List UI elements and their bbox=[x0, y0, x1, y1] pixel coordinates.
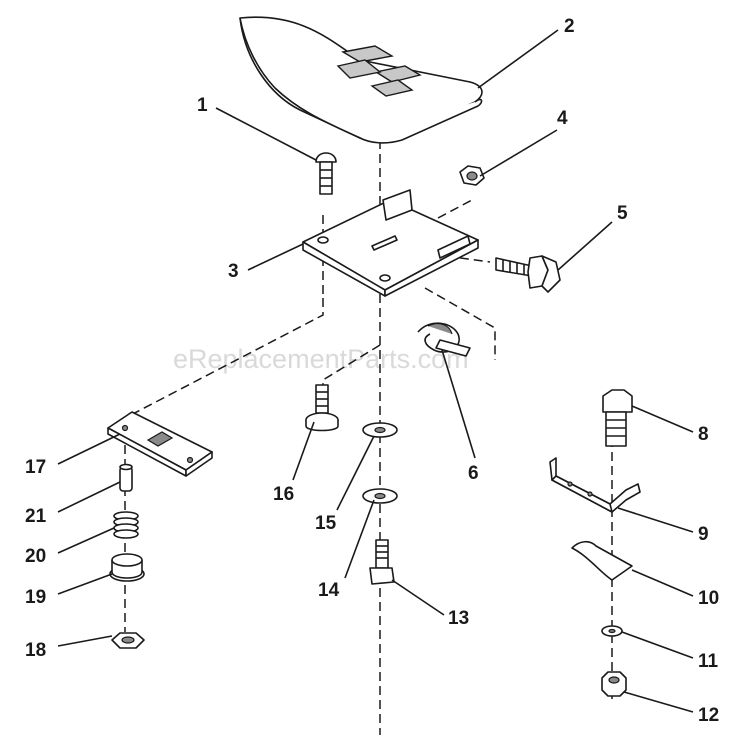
bracket-part-17 bbox=[107, 411, 213, 477]
callout-13: 13 bbox=[448, 608, 469, 629]
callout-6: 6 bbox=[468, 463, 479, 484]
spring-part bbox=[113, 511, 139, 539]
callout-3: 3 bbox=[228, 261, 239, 282]
callout-17: 17 bbox=[25, 457, 46, 478]
callout-15: 15 bbox=[315, 513, 337, 534]
callout-18: 18 bbox=[25, 640, 46, 661]
pin-part bbox=[119, 463, 133, 492]
clip-part bbox=[417, 322, 471, 357]
callout-9: 9 bbox=[698, 524, 709, 545]
shoulder-bolt-part bbox=[305, 384, 339, 432]
hex-bolt-part bbox=[495, 255, 561, 293]
callout-14: 14 bbox=[318, 580, 340, 601]
callout-12: 12 bbox=[698, 705, 719, 726]
watermark: eReplacementParts.com bbox=[173, 344, 469, 374]
mounting-plate-part bbox=[302, 189, 479, 297]
callout-1: 1 bbox=[197, 95, 208, 116]
nut-part-18 bbox=[111, 632, 145, 649]
callout-10: 10 bbox=[698, 588, 719, 609]
washer-part-15 bbox=[362, 422, 398, 438]
seat-part bbox=[239, 16, 483, 144]
callout-16: 16 bbox=[273, 484, 294, 505]
washer-part-11 bbox=[601, 625, 623, 637]
nut-part bbox=[459, 165, 485, 186]
callout-19: 19 bbox=[25, 587, 46, 608]
clamp-part bbox=[571, 540, 633, 581]
nut-part-12 bbox=[601, 671, 627, 697]
bracket-part-9 bbox=[549, 457, 641, 513]
callout-11: 11 bbox=[698, 651, 719, 672]
callout-5: 5 bbox=[617, 203, 628, 224]
carriage-bolt-part bbox=[315, 152, 337, 195]
washer-part-14 bbox=[362, 488, 398, 504]
callout-8: 8 bbox=[698, 424, 709, 445]
callout-20: 20 bbox=[25, 546, 46, 567]
callout-2: 2 bbox=[564, 16, 575, 37]
leader-lines bbox=[57, 29, 694, 713]
callout-labels: 1 2 3 4 5 6 8 9 10 11 12 13 14 15 16 17 … bbox=[25, 16, 719, 726]
callout-21: 21 bbox=[25, 506, 47, 527]
callout-4: 4 bbox=[557, 108, 568, 129]
bolt-part-13 bbox=[369, 539, 395, 585]
bushing-part bbox=[109, 553, 145, 582]
bolt-part-8 bbox=[602, 389, 633, 447]
